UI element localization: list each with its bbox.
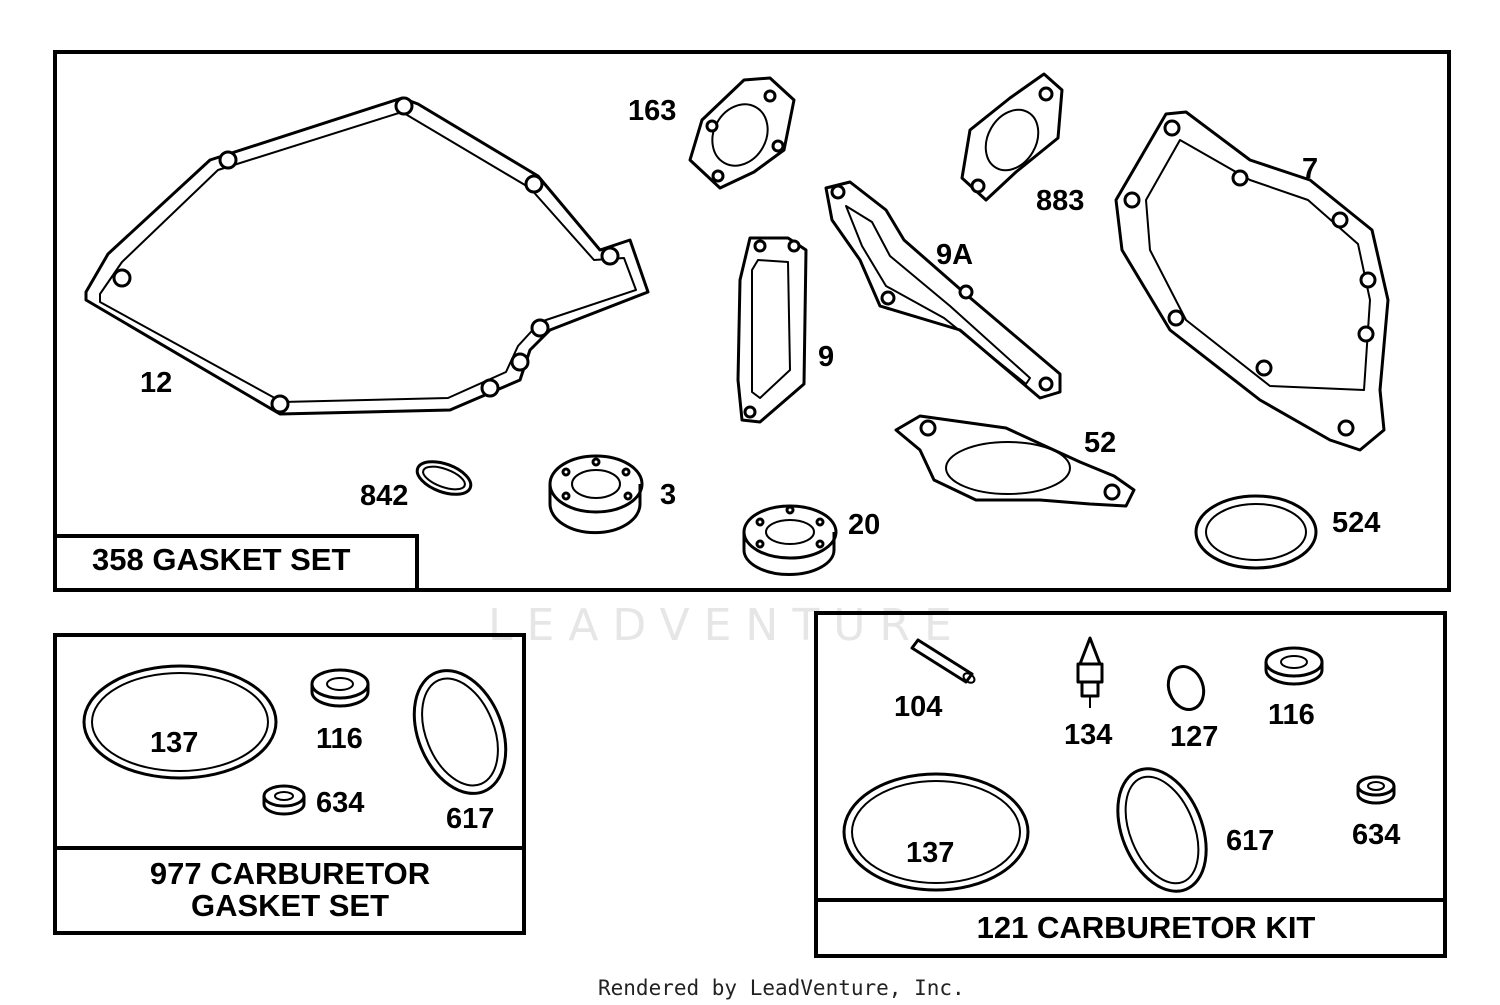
- part-52-muffler-gasket[interactable]: [894, 414, 1136, 508]
- panel-gasket-set-title-box: [53, 534, 419, 592]
- part-617-gasket[interactable]: [1101, 756, 1223, 905]
- part-9A-breather-gasket[interactable]: [824, 180, 1062, 400]
- panel-gasket-set-title: 358 GASKET SET: [92, 542, 350, 577]
- watermark-text: LEADVENTURE: [488, 600, 966, 651]
- part-524-o-ring[interactable]: [1194, 494, 1318, 570]
- panel-carb-gasket-set-title-line1: 977 CARBURETOR: [150, 856, 430, 891]
- part-label-7: 7: [1302, 153, 1318, 185]
- part-label-134: 134: [1064, 719, 1112, 751]
- part-label-137: 137: [150, 727, 198, 759]
- panel-carb-gasket-set-title-line2: GASKET SET: [191, 888, 389, 923]
- part-label-3: 3: [660, 479, 676, 511]
- part-104-pin[interactable]: [910, 638, 976, 685]
- part-3-oil-seal[interactable]: [548, 454, 644, 535]
- part-label-116: 116: [316, 723, 363, 755]
- part-116-washer[interactable]: [310, 668, 370, 708]
- part-label-842: 842: [360, 480, 408, 512]
- panel-carb-kit: 121 CARBURETOR KIT 104 134 127 116 137: [814, 611, 1447, 958]
- part-12-crankcase-gasket[interactable]: [84, 96, 650, 416]
- part-label-12: 12: [140, 367, 172, 399]
- part-label-9: 9: [818, 341, 834, 373]
- part-634-washer[interactable]: [262, 784, 306, 816]
- part-label-127: 127: [1170, 721, 1218, 753]
- panel-carb-kit-title: 121 CARBURETOR KIT: [977, 910, 1316, 945]
- part-883-intake-gasket[interactable]: [960, 72, 1064, 202]
- part-134-needle-valve[interactable]: [1076, 636, 1104, 708]
- part-label-116: 116: [1268, 699, 1315, 731]
- panel-carb-kit-border: [814, 611, 1447, 958]
- part-7-cylinder-head-gasket[interactable]: [1114, 110, 1390, 452]
- part-label-634: 634: [316, 787, 364, 819]
- part-label-52: 52: [1084, 427, 1116, 459]
- part-137-bowl-gasket[interactable]: [82, 664, 278, 780]
- part-label-104: 104: [894, 691, 942, 723]
- part-label-617: 617: [446, 803, 494, 835]
- part-label-883: 883: [1036, 185, 1084, 217]
- watermark: LEADVENTURE: [488, 600, 966, 651]
- part-163-exhaust-gasket[interactable]: [688, 76, 796, 190]
- part-label-9A: 9A: [936, 239, 973, 271]
- part-842-o-ring[interactable]: [413, 455, 475, 500]
- panel-carb-gasket-set: 977 CARBURETOR GASKET SET 137 116 634 61…: [53, 633, 526, 935]
- part-127-welch-plug[interactable]: [1163, 662, 1210, 715]
- footer-credit: Rendered by LeadVenture, Inc.: [598, 976, 965, 1000]
- part-label-20: 20: [848, 509, 880, 541]
- part-label-524: 524: [1332, 507, 1380, 539]
- part-9-valve-cover-gasket[interactable]: [736, 236, 808, 424]
- panel-gasket-set: 358 GASKET SET 12 163 883: [53, 50, 1451, 592]
- part-617-gasket[interactable]: [397, 657, 523, 807]
- panel-gasket-set-border: [53, 50, 1451, 592]
- part-label-634: 634: [1352, 819, 1400, 851]
- part-label-617: 617: [1226, 825, 1274, 857]
- part-137-bowl-gasket[interactable]: [842, 772, 1030, 892]
- part-label-137: 137: [906, 837, 954, 869]
- part-634-washer[interactable]: [1356, 775, 1396, 805]
- part-label-163: 163: [628, 95, 676, 127]
- part-116-washer[interactable]: [1264, 646, 1324, 686]
- panel-carb-gasket-set-border: [53, 633, 526, 935]
- part-20-oil-seal[interactable]: [742, 504, 838, 577]
